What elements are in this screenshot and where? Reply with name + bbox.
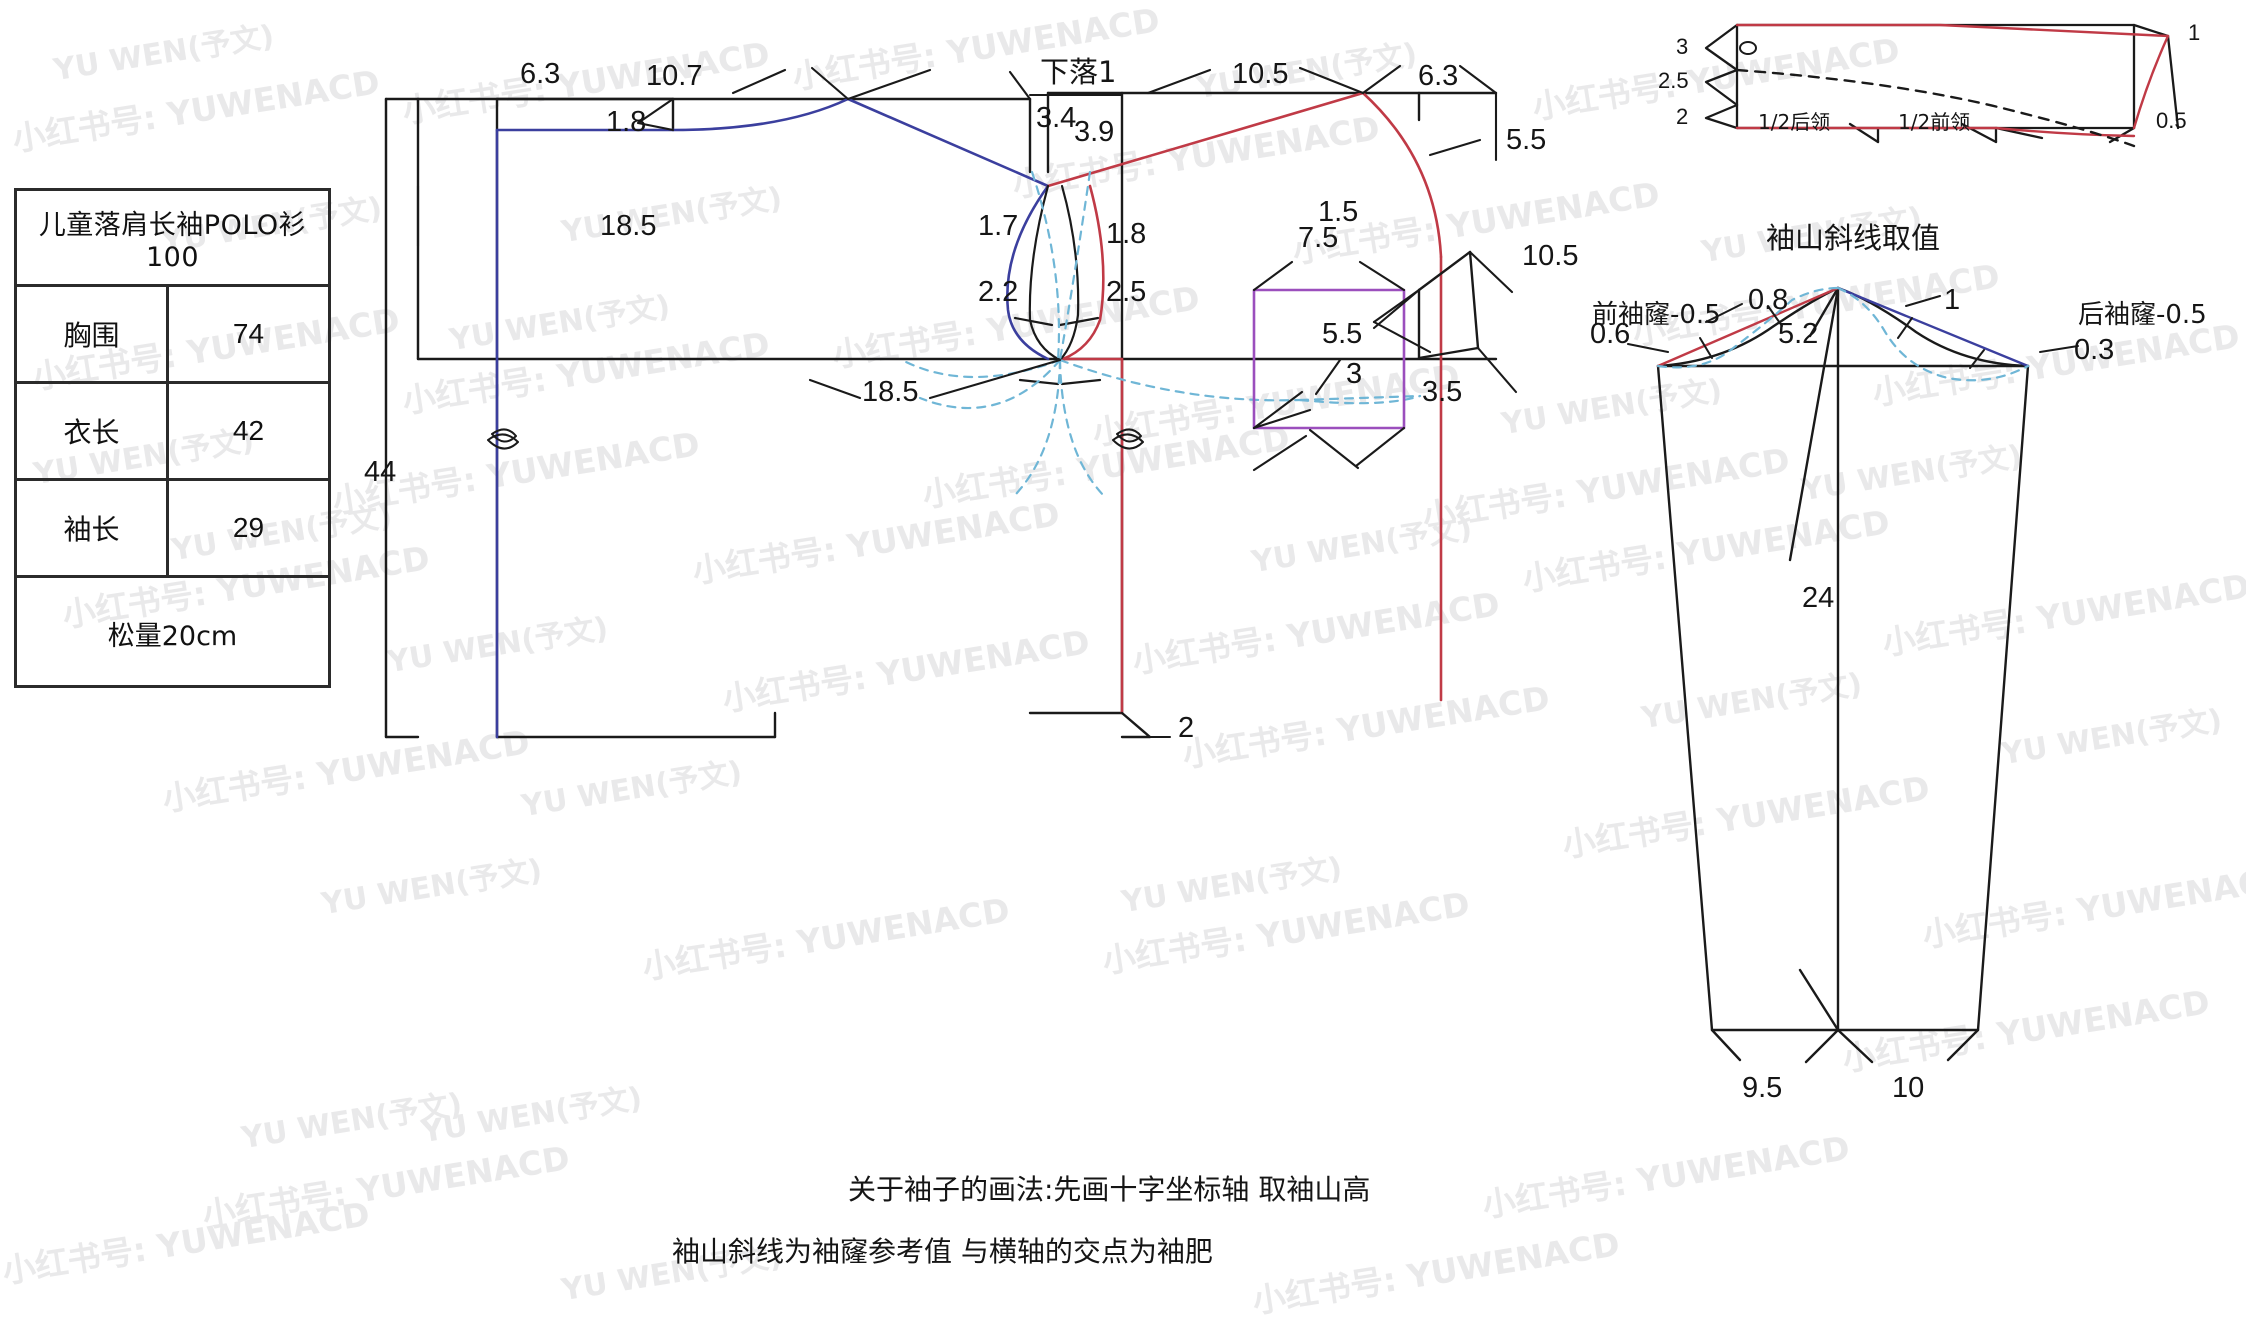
table-row: 胸围 74 [17, 287, 328, 384]
label-back-ease-1: 1 [1944, 284, 1961, 316]
sleeve-back-chord [1836, 286, 2030, 368]
spec-row-value: 74 [232, 318, 265, 349]
label-half-back-neck: 1/2后领 [1758, 110, 1831, 134]
label-front-neck-drop: 5.5 [1506, 124, 1547, 156]
spec-table-title: 儿童落肩长袖POLO衫100 [38, 209, 307, 273]
sleeve-block [1656, 286, 2030, 1064]
label-front-curve-2: 2.5 [1106, 276, 1147, 308]
table-row: 衣长 42 [17, 384, 328, 481]
label-front-curve-1: 1.8 [1106, 218, 1147, 250]
label-sleeve-cuff: 3.5 [1422, 376, 1463, 408]
dimension-leaders [384, 64, 1518, 739]
label-front-shoulder: 6.3 [1418, 60, 1459, 92]
spec-table-title-row: 儿童落肩长袖POLO衫100 [17, 191, 328, 287]
label-stand-height: 2.5 [1658, 68, 1689, 93]
label-placket-width: 7.5 [1298, 222, 1339, 254]
label-drop-note: 下落1 [1040, 55, 1117, 89]
collar-button-mark [1739, 41, 1757, 55]
label-front-ease-2: 0.6 [1590, 318, 1631, 350]
sleeve-front-chord [1656, 286, 1840, 368]
label-front-point: 2 [1676, 104, 1689, 129]
technical-drawing [384, 23, 2180, 1064]
label-front-armhole-depth: 3.9 [1074, 116, 1115, 148]
label-back-armhole-depth: 3.4 [1036, 102, 1077, 134]
sleeve-cap-dashed [1656, 286, 2030, 382]
spec-row-value: 29 [232, 512, 265, 543]
label-front-ease-1: 0.8 [1748, 284, 1789, 316]
note-line-2: 袖山斜线为袖窿参考值 与横轴的交点为袖肥 [672, 1235, 1213, 1268]
label-sleeve-length: 10.5 [1522, 240, 1579, 272]
spec-row-label: 袖长 [17, 481, 169, 575]
label-placket-height: 5.5 [1322, 318, 1363, 350]
collar-curve-dashed [1735, 68, 2136, 148]
label-body-length: 44 [364, 456, 397, 488]
label-front-hem: 9.5 [1742, 1072, 1783, 1104]
note-line-1: 关于袖子的画法:先画十字坐标轴 取袖山高 [848, 1173, 1371, 1206]
armhole-construction [1013, 184, 1102, 386]
sleeve-chord-ticks [1699, 305, 1985, 369]
sleeve-dimension-leaders [1627, 295, 2079, 353]
label-back-curve-2: 2.2 [978, 276, 1019, 308]
spec-table-footer: 松量20cm [107, 620, 238, 652]
label-sleeve-length: 24 [1802, 582, 1835, 614]
label-placket-bottom: 3 [1346, 358, 1363, 390]
spec-row-value: 42 [232, 415, 265, 446]
label-hem-extend: 2 [1178, 712, 1195, 744]
label-back-width: 10.7 [646, 60, 703, 92]
label-chest-depth: 18.5 [600, 210, 657, 242]
label-back-hem: 10 [1892, 1072, 1925, 1104]
hem-extension [1120, 711, 1152, 739]
table-row: 袖长 29 [17, 481, 328, 578]
label-cap-height: 5.2 [1778, 318, 1819, 350]
label-back-collar-height: 3 [1676, 34, 1689, 59]
spec-row-label: 胸围 [17, 287, 169, 381]
spec-row-label: 衣长 [17, 384, 169, 478]
bodice-block [384, 91, 1498, 739]
label-half-front-neck: 1/2前领 [1898, 110, 1971, 134]
label-back-armhole: 后袖窿-0.5 [2078, 300, 2207, 330]
hem-detail-arcs [487, 428, 1144, 450]
back-bodice-outline [495, 97, 1050, 739]
label-back-ease-2: 0.3 [2074, 334, 2115, 366]
label-tip-rise: 1 [2188, 20, 2201, 45]
right-sleeve-cuff [1417, 250, 1480, 360]
label-front-width: 10.5 [1232, 58, 1289, 90]
collar-curve-red [1735, 23, 2170, 138]
label-back-curve-1: 1.7 [978, 210, 1019, 242]
label-back-shoulder: 6.3 [520, 58, 561, 90]
label-sleeve-cap-offset: 1.5 [1318, 196, 1359, 228]
label-front-armhole: 前袖窿-0.5 [1592, 300, 1721, 330]
spec-table-footer-row: 松量20cm [17, 578, 328, 688]
label-half-chest: 18.5 [862, 376, 919, 408]
sleeve-diagram-title: 袖山斜线取值 [1766, 221, 1941, 255]
label-front-drop: 0.5 [2156, 108, 2187, 133]
label-back-neck-drop: 1.8 [606, 106, 647, 138]
spec-table: 儿童落肩长袖POLO衫100 胸围 74 衣长 42 袖长 29 松量20cm [14, 188, 331, 688]
